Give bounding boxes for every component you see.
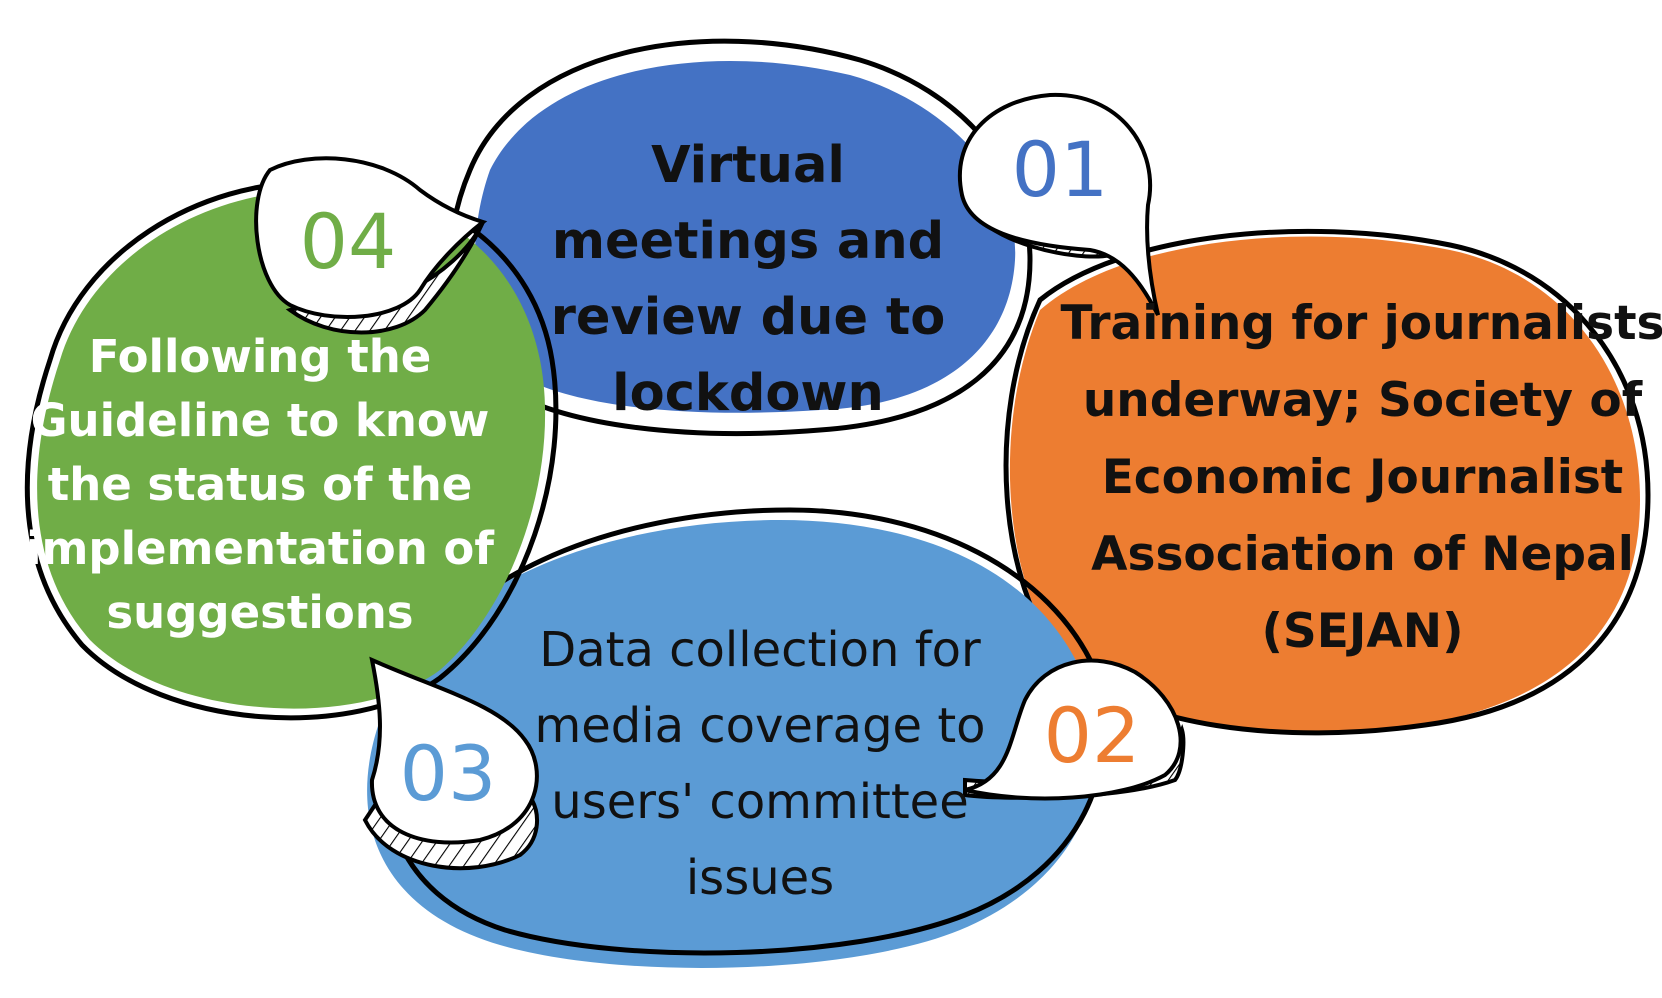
step-02-callout (963, 658, 1186, 801)
step-02-number: 02 (1044, 691, 1141, 780)
step-02-text: Training for journalists underway; Socie… (1060, 296, 1662, 659)
step-04-number: 04 (300, 197, 397, 286)
step-01-text: Virtual meetings and review due to lockd… (550, 136, 946, 423)
step-04-callout (254, 156, 488, 335)
step-03-callout (362, 656, 539, 871)
step-01-callout (957, 92, 1160, 316)
step-03-text: Data collection for media coverage to us… (534, 622, 986, 906)
step-03-number: 03 (400, 729, 497, 818)
step-04-text: Following the Guideline to know the stat… (26, 330, 494, 639)
step-01-number: 01 (1012, 125, 1109, 214)
